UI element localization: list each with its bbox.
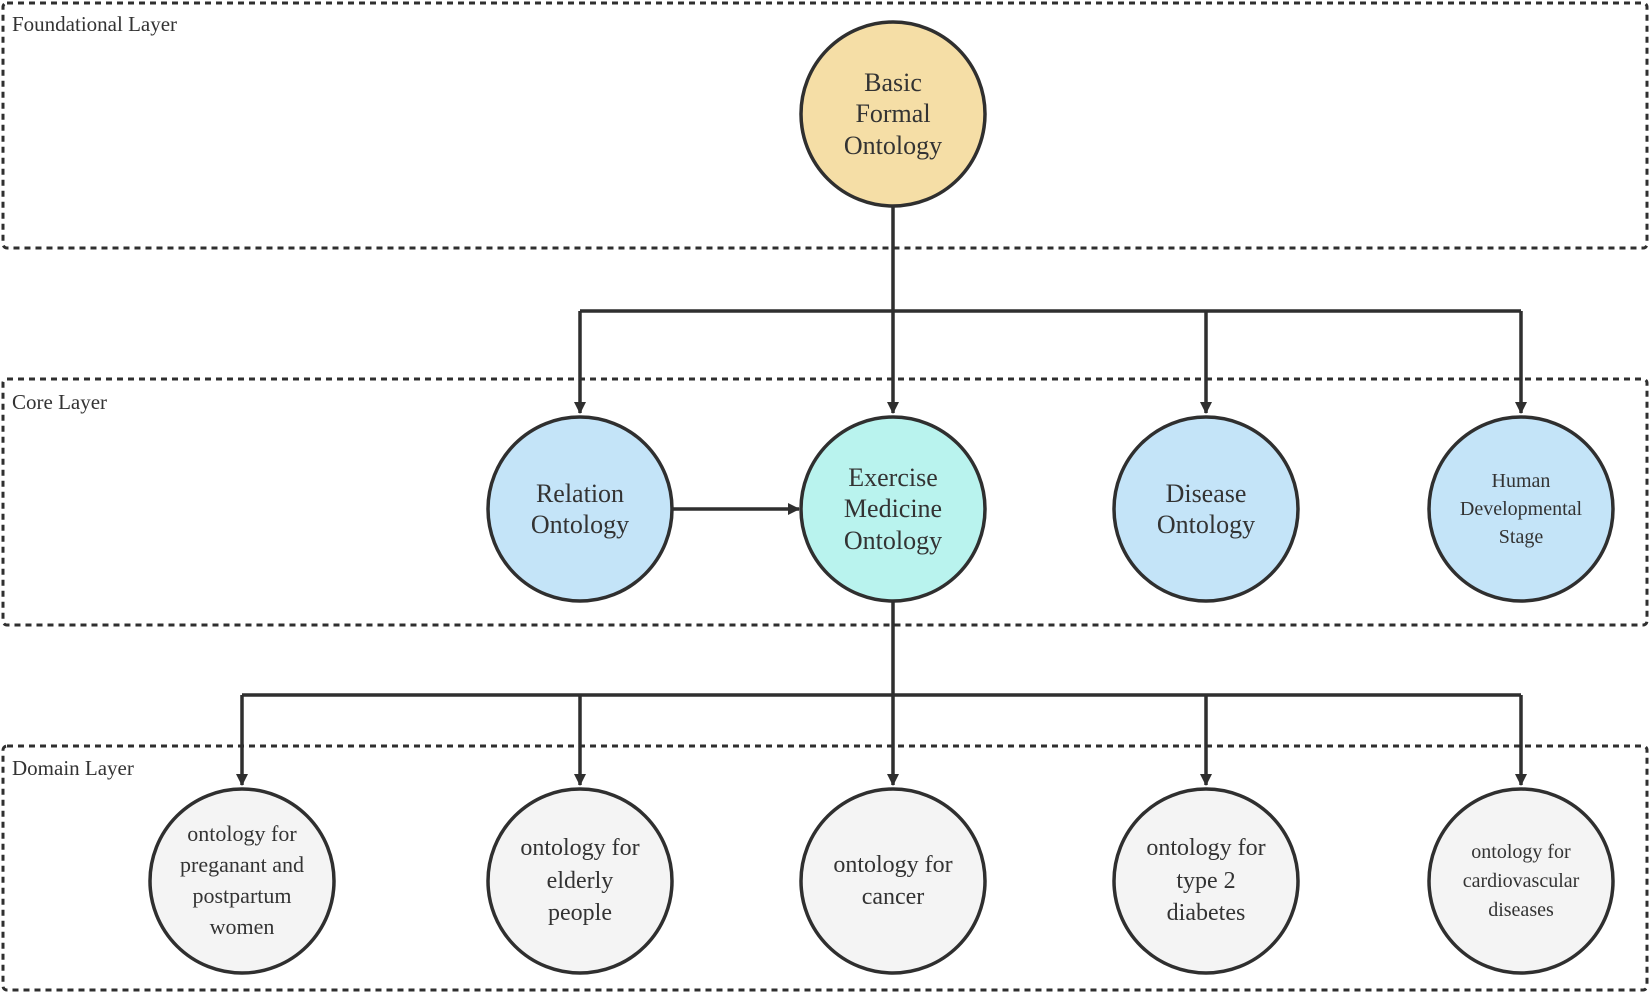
bfo-connectors — [574, 206, 1527, 414]
node-ontology-cancer — [799, 787, 987, 975]
core-layer-box — [1, 377, 1649, 627]
node-ontology-pregnant — [148, 787, 336, 975]
exercise-connectors — [236, 602, 1527, 786]
node-basic-formal-ontology — [799, 20, 987, 208]
diabetes-label: ontology for type 2 diabetes — [1146, 835, 1266, 927]
node-human-developmental-stage — [1427, 415, 1615, 603]
cancer-label: ontology for cancer — [833, 851, 953, 910]
human-label: Human Developmental Stage — [1459, 470, 1583, 548]
domain-layer-box — [1, 744, 1649, 992]
disease-label: Disease Ontology — [1156, 478, 1256, 539]
core-layer-label: Core Layer — [12, 390, 108, 414]
node-exercise-medicine-ontology — [799, 415, 987, 603]
node-disease-ontology — [1112, 415, 1300, 603]
node-relation-ontology — [486, 415, 674, 603]
foundational-layer-box — [1, 1, 1649, 250]
domain-layer-label: Domain Layer — [12, 756, 134, 780]
exercise-label: Exercise Medicine Ontology — [843, 463, 943, 555]
node-ontology-elderly — [486, 787, 674, 975]
bfo-label: Basic Formal Ontology — [843, 68, 943, 160]
relation-label: Relation Ontology — [530, 478, 630, 539]
pregnant-label: ontology for preganant and postpartum wo… — [180, 821, 304, 939]
cardio-label: ontology for cardiovascular diseases — [1462, 840, 1580, 921]
foundational-layer-label: Foundational Layer — [12, 12, 178, 36]
node-ontology-diabetes — [1112, 787, 1300, 975]
elderly-label: ontology for elderly people — [520, 835, 640, 927]
node-ontology-cardio — [1427, 787, 1615, 975]
